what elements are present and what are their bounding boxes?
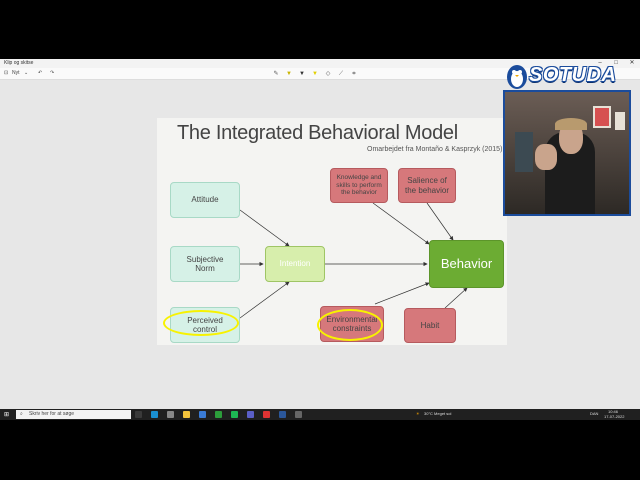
clock-date[interactable]: 17-07-2022 xyxy=(604,414,625,419)
spotify-icon[interactable] xyxy=(231,411,238,418)
touch-write-icon[interactable]: ✎ xyxy=(273,71,279,77)
arrow-environment-behavior xyxy=(374,282,430,305)
node-salience: Salience of the behavior xyxy=(398,168,456,203)
app-title: Klip og skitse xyxy=(4,60,34,66)
node-behavior: Behavior xyxy=(429,240,504,288)
node-subjective-norm: Subjective Norm xyxy=(170,246,240,282)
minimize-button[interactable]: – xyxy=(598,60,602,66)
streamer-logo: SOTUDA xyxy=(505,62,630,90)
slide-subtitle: Omarbejdet fra Montaño & Kasprzyk (2015) xyxy=(367,146,503,153)
taskbar: ⊞ ⌕ Skriv her for at søge ☀ 30°C Meget s… xyxy=(0,409,640,420)
node-habit-label: Habit xyxy=(420,320,440,330)
toolbar: ⊡ Nyt ⌄ ↶ ↷ ✎ ▼ ▼ ▼ ◇ ⟋ ⌗ xyxy=(0,68,640,80)
highlight-ink-control xyxy=(163,310,239,336)
webcam-overlay xyxy=(503,90,631,216)
node-behavior-label: Behavior xyxy=(440,255,493,271)
weather-text[interactable]: 30°C Meget sol xyxy=(424,411,452,416)
snip-sketch-icon[interactable] xyxy=(295,411,302,418)
taskbar-search[interactable]: ⌕ Skriv her for at søge xyxy=(16,410,131,419)
edge-icon[interactable] xyxy=(151,411,158,418)
node-knowledge: Knowledge and skills to perform the beha… xyxy=(330,168,388,203)
chrome-icon[interactable] xyxy=(215,411,222,418)
wall-frame xyxy=(615,112,625,130)
node-subjective-norm-label: Subjective Norm xyxy=(186,254,224,273)
new-button[interactable]: Nyt xyxy=(12,70,20,76)
node-salience-label: Salience of the behavior xyxy=(404,176,450,195)
logo-text: SOTUDA xyxy=(529,64,617,86)
clock-time[interactable]: 10:46 xyxy=(608,409,619,414)
store-icon[interactable] xyxy=(167,411,174,418)
node-intention: Intention xyxy=(265,246,325,282)
dropdown-icon[interactable]: ⌄ xyxy=(24,70,29,76)
maximize-button[interactable]: □ xyxy=(614,60,618,66)
language-indicator[interactable]: DAN xyxy=(590,411,599,416)
crop-icon[interactable]: ⌗ xyxy=(352,71,356,77)
penguin-icon xyxy=(507,65,527,89)
eraser-icon[interactable]: ◇ xyxy=(325,71,331,77)
highlight-ink-environmental xyxy=(317,309,383,341)
new-icon[interactable]: ⊡ xyxy=(4,70,9,76)
teams-icon[interactable] xyxy=(247,411,254,418)
node-knowledge-label: Knowledge and skills to perform the beha… xyxy=(336,174,382,197)
search-placeholder: Skriv her for at søge xyxy=(29,411,75,417)
start-icon[interactable]: ⊞ xyxy=(4,412,10,418)
chair xyxy=(515,132,533,172)
slide-title: The Integrated Behavioral Model xyxy=(177,122,458,144)
wall-picture xyxy=(593,106,611,128)
search-icon: ⌕ xyxy=(20,411,23,417)
arrow-control-intention xyxy=(239,281,290,319)
node-attitude: Attitude xyxy=(170,182,240,218)
highlighter-icon[interactable]: ▼ xyxy=(312,71,318,77)
explorer-icon[interactable] xyxy=(183,411,190,418)
diagram-arrows xyxy=(239,202,468,319)
redo-icon[interactable]: ↷ xyxy=(50,70,55,76)
arrow-knowledge-behavior xyxy=(372,202,430,245)
title-bar: Klip og skitse – □ ✕ xyxy=(0,59,640,68)
mail-icon[interactable] xyxy=(199,411,206,418)
person-hair xyxy=(555,118,587,130)
pencil-icon[interactable]: ▼ xyxy=(299,71,305,77)
screen: Klip og skitse – □ ✕ ⊡ Nyt ⌄ ↶ ↷ ✎ ▼ ▼ ▼… xyxy=(0,59,640,420)
weather-icon: ☀ xyxy=(416,411,420,416)
slide: The Integrated Behavioral Model Omarbejd… xyxy=(157,118,507,345)
node-habit: Habit xyxy=(404,308,456,343)
arrow-salience-behavior xyxy=(426,202,454,241)
undo-icon[interactable]: ↶ xyxy=(38,70,43,76)
arrow-habit-behavior xyxy=(444,287,468,309)
arrow-attitude-intention xyxy=(239,209,290,247)
obs-icon[interactable] xyxy=(263,411,270,418)
person-hand xyxy=(535,144,557,170)
close-button[interactable]: ✕ xyxy=(629,60,635,66)
ruler-icon[interactable]: ⟋ xyxy=(338,71,344,77)
task-view-icon[interactable] xyxy=(135,411,142,418)
word-icon[interactable] xyxy=(279,411,286,418)
ballpoint-pen-icon[interactable]: ▼ xyxy=(286,71,292,77)
node-intention-label: Intention xyxy=(279,259,311,269)
node-attitude-label: Attitude xyxy=(191,195,219,205)
